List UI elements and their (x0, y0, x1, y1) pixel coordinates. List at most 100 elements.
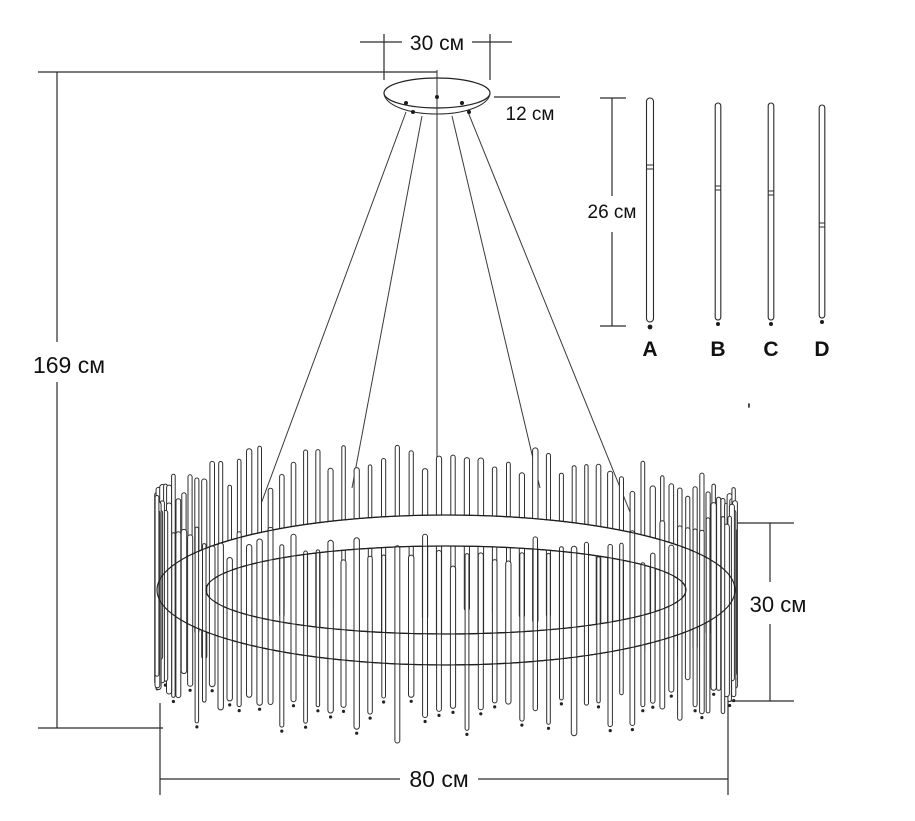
rod-tip (669, 694, 673, 698)
canopy-width-label: 30 см (410, 32, 464, 55)
rod-tip (409, 699, 413, 703)
crystal-rod (699, 529, 705, 715)
tube-variant-d (818, 104, 826, 324)
crystal-rod (650, 552, 656, 704)
crystal-rod (692, 528, 698, 708)
crystal-rod (340, 559, 347, 708)
rod-tip (520, 723, 524, 727)
rod-tip (237, 709, 241, 713)
rod-tip (630, 728, 635, 732)
crystal-rod (279, 544, 285, 728)
dim-tube-length-lines (600, 97, 626, 327)
crystal-rod (607, 543, 613, 728)
rod-tip (316, 709, 320, 713)
crystal-rod (202, 543, 207, 703)
crystal-rod (705, 517, 711, 714)
rod-tip (368, 716, 372, 720)
crystal-rod (187, 534, 194, 687)
crystal-rod (422, 533, 429, 718)
variant-b-label: B (710, 338, 725, 361)
crystal-rod (327, 539, 334, 714)
rod-tip (596, 705, 601, 709)
rod-tip (188, 688, 192, 692)
rod-tip (712, 692, 716, 696)
crystal-rod (436, 550, 442, 712)
crystal-rod (677, 525, 683, 721)
crystal-rod (267, 526, 274, 706)
crystal-rod (394, 545, 401, 744)
crystal-rod (519, 552, 525, 722)
rod-tip (163, 683, 167, 687)
crystal-rod (464, 553, 470, 731)
rod-tip (732, 699, 736, 703)
crystal-rod (596, 556, 601, 704)
rod-tip (700, 716, 704, 720)
rod-tip (210, 689, 214, 693)
variant-d-label: D (814, 338, 829, 361)
dim-total-height-lines (38, 71, 437, 729)
rod-tip (437, 713, 441, 718)
crystal-rod (353, 537, 360, 730)
fixture-width-label: 80 см (409, 766, 468, 792)
rod-tip (355, 731, 359, 735)
suspension-cables (257, 111, 631, 513)
rod-tip (559, 702, 564, 706)
tube-variant-c (767, 102, 775, 326)
crystal-rod (629, 530, 636, 727)
canopy-mounting-dots (404, 95, 471, 114)
rod-tip (451, 710, 455, 715)
rod-tip (228, 703, 232, 707)
rod-tip (291, 704, 296, 708)
rod-tip (258, 707, 262, 711)
crystal-rod (559, 546, 564, 701)
rod-tip (546, 726, 551, 730)
ring-height-label: 30 см (750, 592, 807, 617)
crystal-rod (640, 562, 646, 708)
tube-length-label: 26 см (588, 202, 637, 223)
rod-tip (728, 703, 732, 708)
rod-tip (693, 709, 697, 713)
crystal-rod (194, 526, 200, 724)
crystal-rod (315, 549, 321, 708)
tube-variant-a (645, 97, 655, 330)
crystal-rod (303, 550, 308, 724)
rod-tip (171, 699, 175, 704)
rod-tip (304, 725, 308, 729)
rod-tip (329, 715, 333, 719)
rod-tip (641, 709, 645, 713)
rod-tip (341, 709, 346, 714)
total-height-label: 169 см (33, 352, 105, 378)
rod-tip (479, 712, 483, 716)
crystal-rod (367, 555, 373, 715)
crystal-rod (180, 528, 188, 675)
crystal-rod (619, 542, 624, 696)
canopy-height-label: 12 см (506, 104, 555, 125)
rod-tip (651, 705, 655, 709)
rod-tip (195, 725, 199, 729)
tube-variant-b (714, 102, 722, 326)
crystal-rod (491, 559, 498, 704)
crystal-rod (208, 545, 216, 688)
variant-a-label: A (642, 338, 657, 361)
crystal-rod (659, 520, 666, 710)
crystal-rod (236, 531, 242, 708)
dim-fixture-width-lines (159, 700, 729, 795)
crystal-rod (381, 554, 386, 699)
dim-ring-height-lines (728, 522, 794, 702)
crystal-rod (716, 496, 722, 691)
crystal-rod (175, 531, 182, 699)
crystal-rod (246, 544, 253, 698)
crystal-rod (570, 545, 578, 737)
rod-tip (493, 705, 497, 709)
crystal-rod (720, 516, 726, 715)
crystal-rod (217, 542, 224, 711)
crystal-rod (684, 527, 691, 681)
crystal-rod (449, 565, 457, 709)
crystal-rod (710, 502, 717, 691)
crystal-rod (290, 533, 297, 703)
crystal-rod (226, 557, 233, 702)
rod-tip (465, 732, 469, 737)
rod-tip (423, 719, 427, 724)
crystal-rod (668, 544, 675, 693)
